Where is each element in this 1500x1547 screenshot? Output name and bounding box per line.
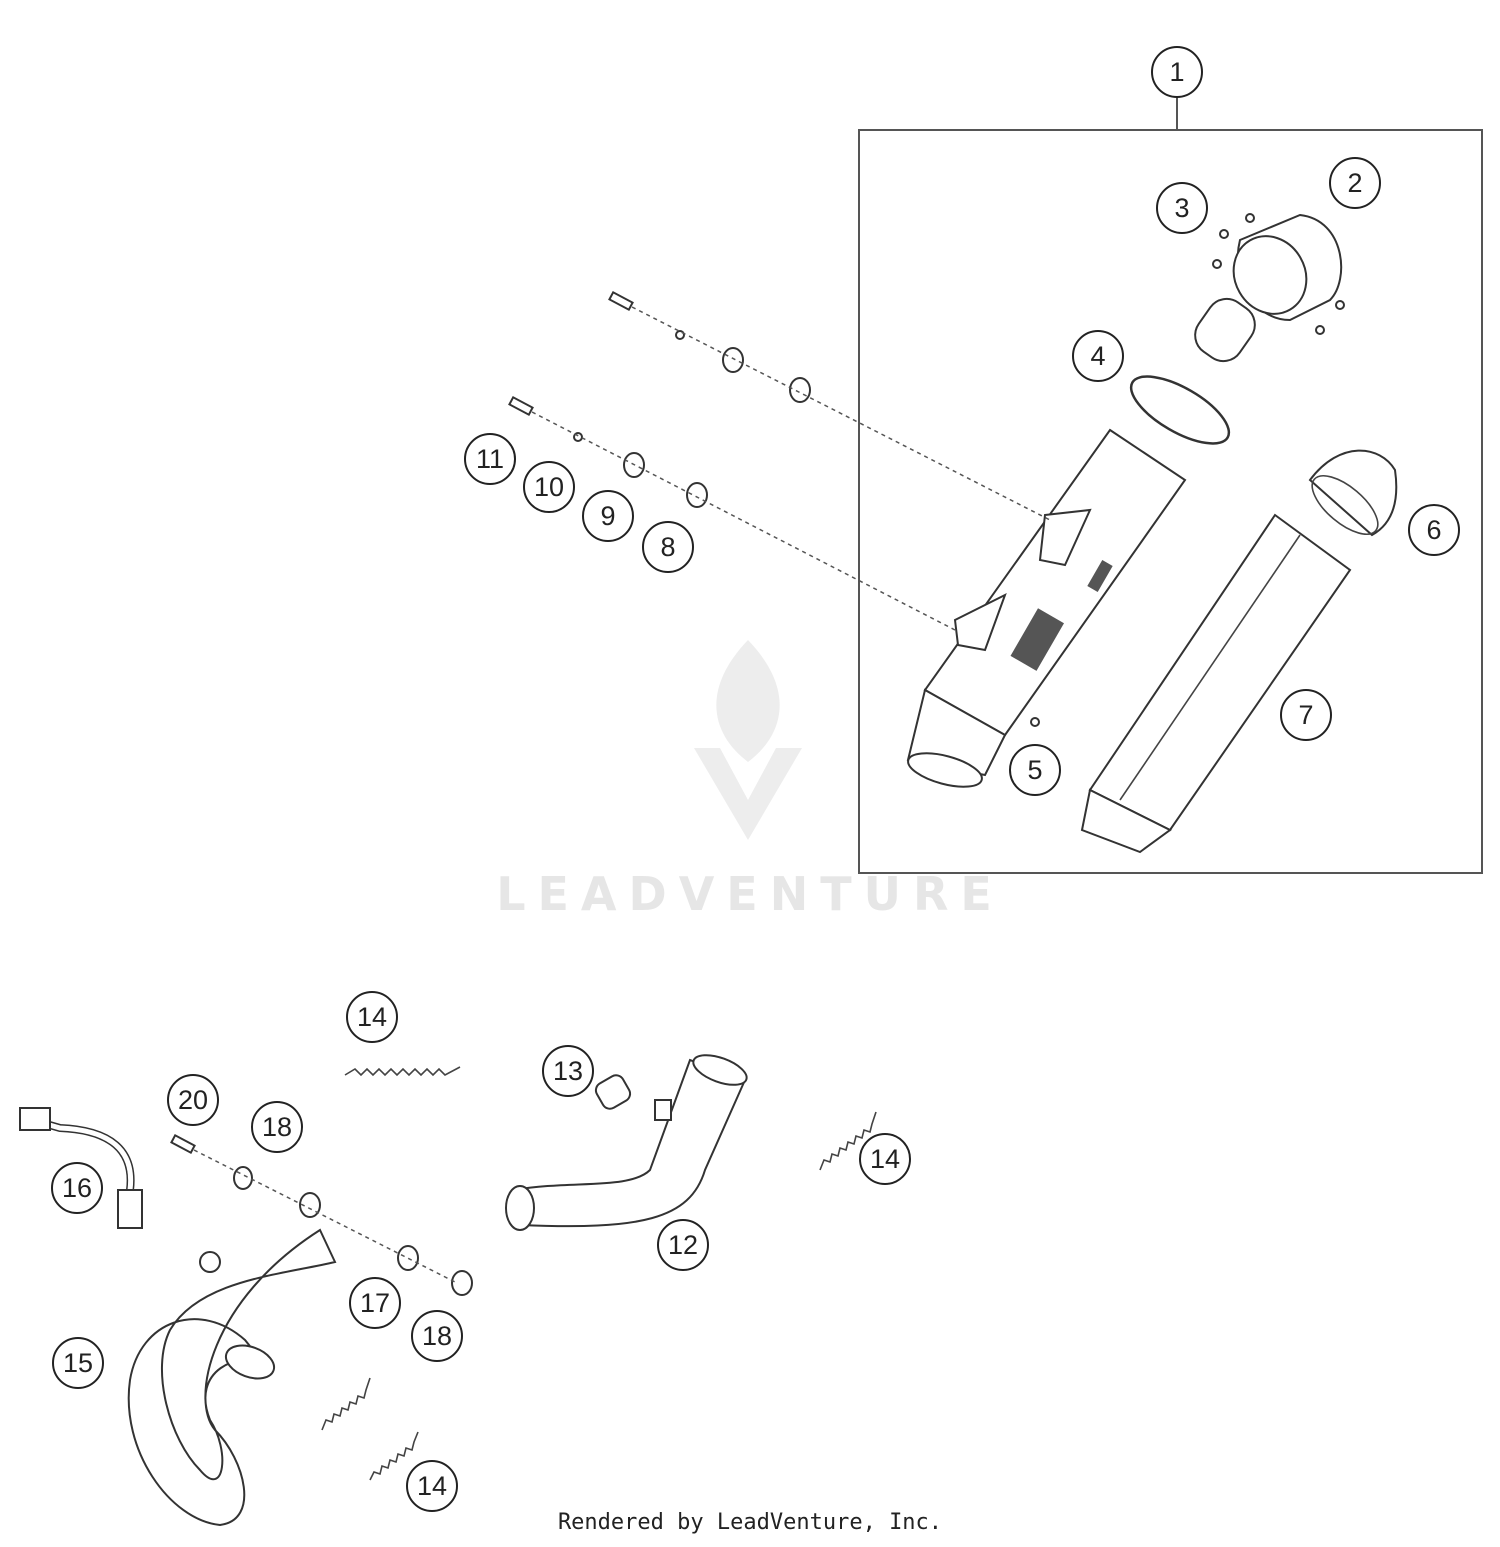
callout-circle bbox=[1156, 182, 1208, 234]
callout-10: 10 bbox=[523, 461, 575, 513]
spring-part bbox=[344, 1066, 461, 1077]
callout-12: 12 bbox=[657, 1219, 709, 1271]
callout-number: 16 bbox=[62, 1173, 92, 1203]
leadventure-watermark: LEADVENTURE bbox=[496, 640, 1004, 921]
callout-circle bbox=[346, 991, 398, 1043]
end-cap-part bbox=[1194, 213, 1345, 363]
callout-circle bbox=[642, 521, 694, 573]
callout-circle bbox=[1009, 744, 1061, 796]
callout-circle bbox=[411, 1310, 463, 1362]
callout-circle bbox=[1280, 689, 1332, 741]
callout-circle bbox=[51, 1162, 103, 1214]
callout-number: 18 bbox=[262, 1112, 292, 1142]
callout-number: 8 bbox=[660, 532, 675, 562]
callout-circle bbox=[1072, 330, 1124, 382]
callout-number: 3 bbox=[1174, 193, 1189, 223]
callout-number: 20 bbox=[178, 1085, 208, 1115]
callout-number: 18 bbox=[422, 1321, 452, 1351]
callout-8: 8 bbox=[642, 521, 694, 573]
callout-18: 18 bbox=[251, 1101, 303, 1153]
callout-circle bbox=[859, 1133, 911, 1185]
callout-number: 13 bbox=[553, 1056, 583, 1086]
callout-number: 7 bbox=[1298, 700, 1313, 730]
cover-cap-part bbox=[1308, 449, 1398, 537]
callout-11: 11 bbox=[464, 433, 516, 485]
callout-14: 14 bbox=[406, 1460, 458, 1512]
callout-circle bbox=[582, 490, 634, 542]
spring-part bbox=[369, 1431, 419, 1481]
callout-circle bbox=[542, 1045, 594, 1097]
spring-part bbox=[819, 1111, 877, 1171]
callout-circle bbox=[167, 1074, 219, 1126]
callout-number: 10 bbox=[534, 472, 564, 502]
callout-number: 14 bbox=[870, 1144, 900, 1174]
callout-14: 14 bbox=[346, 991, 398, 1043]
callout-number: 1 bbox=[1169, 57, 1184, 87]
callout-number: 6 bbox=[1426, 515, 1441, 545]
callout-circle bbox=[1329, 157, 1381, 209]
muffler-sleeve-part bbox=[1080, 513, 1352, 854]
spring-part bbox=[321, 1377, 371, 1431]
callout-number: 14 bbox=[417, 1471, 447, 1501]
header-mounting-hardware bbox=[170, 1133, 473, 1296]
callout-number: 14 bbox=[357, 1002, 387, 1032]
muffler-assembly-frame bbox=[858, 129, 1483, 874]
callout-20: 20 bbox=[167, 1074, 219, 1126]
clamp-part bbox=[594, 1074, 632, 1110]
callout-1: 1 bbox=[1151, 46, 1203, 98]
callout-circle bbox=[349, 1277, 401, 1329]
callout-16: 16 bbox=[51, 1162, 103, 1214]
callout-6: 6 bbox=[1408, 504, 1460, 556]
footer-credit: Rendered by LeadVenture, Inc. bbox=[557, 1510, 943, 1535]
callout-2: 2 bbox=[1329, 157, 1381, 209]
callout-number: 2 bbox=[1347, 168, 1362, 198]
mounting-hardware-upper bbox=[608, 290, 1051, 521]
watermark-text: LEADVENTURE bbox=[496, 867, 1004, 921]
callout-number: 4 bbox=[1090, 341, 1105, 371]
callout-18: 18 bbox=[411, 1310, 463, 1362]
muffler-part bbox=[906, 428, 1187, 788]
callout-5: 5 bbox=[1009, 744, 1061, 796]
callout-14: 14 bbox=[859, 1133, 911, 1185]
callout-4: 4 bbox=[1072, 330, 1124, 382]
callout-circle bbox=[52, 1337, 104, 1389]
callout-circle bbox=[657, 1219, 709, 1271]
callout-circle bbox=[464, 433, 516, 485]
callout-17: 17 bbox=[349, 1277, 401, 1329]
callout-circle bbox=[1408, 504, 1460, 556]
manifold-pipe-part bbox=[505, 1054, 748, 1231]
callout-number: 5 bbox=[1027, 755, 1042, 785]
callout-7: 7 bbox=[1280, 689, 1332, 741]
callout-number: 17 bbox=[360, 1288, 390, 1318]
callout-circle bbox=[251, 1101, 303, 1153]
header-pipe-part bbox=[127, 1228, 337, 1527]
callout-9: 9 bbox=[582, 490, 634, 542]
callout-circle bbox=[1151, 46, 1203, 98]
sensor-cable-part bbox=[19, 1107, 143, 1229]
callout-number: 11 bbox=[476, 444, 504, 474]
callout-3: 3 bbox=[1156, 182, 1208, 234]
callout-number: 9 bbox=[600, 501, 615, 531]
callout-15: 15 bbox=[52, 1337, 104, 1389]
mounting-hardware-lower bbox=[508, 395, 956, 631]
callout-number: 12 bbox=[668, 1230, 698, 1260]
callout-number: 15 bbox=[63, 1348, 93, 1378]
callout-circle bbox=[406, 1460, 458, 1512]
seal-ring-part bbox=[1129, 375, 1231, 445]
callout-13: 13 bbox=[542, 1045, 594, 1097]
callout-circle bbox=[523, 461, 575, 513]
